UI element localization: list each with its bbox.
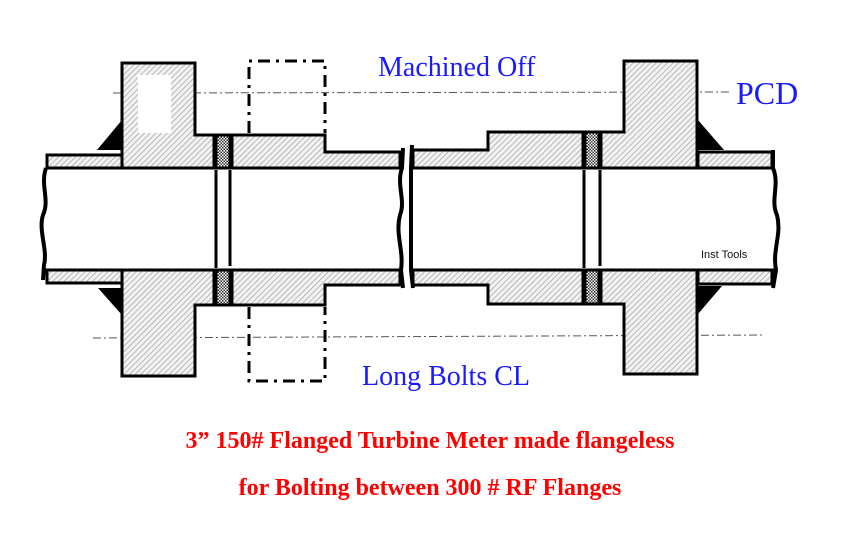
right-pipe-wall-top — [696, 150, 774, 170]
middle-break-line-left — [396, 147, 405, 289]
right-pipe-wall-bottom — [696, 268, 774, 286]
left-pipe-wall-bottom — [45, 268, 124, 285]
left-pipe-wall-top — [45, 153, 124, 170]
watermark-label: Inst Tools — [701, 249, 748, 261]
right-flange-bottom — [599, 268, 699, 376]
left-weld-bottom — [98, 288, 122, 315]
meter-body-left-top — [230, 133, 402, 170]
right-gasket-bottom — [583, 268, 601, 306]
meter-body-right-top — [411, 130, 585, 170]
meter-body-right-bottom — [411, 268, 585, 306]
right-break-line — [771, 150, 781, 289]
machined-off-label: Machined Off — [378, 52, 536, 83]
machined-off-outline-top — [247, 59, 327, 133]
right-gasket-top — [583, 130, 601, 170]
left-gasket-bottom — [214, 268, 232, 307]
left-flange-bottom — [120, 268, 216, 378]
left-gasket-top — [214, 133, 232, 170]
long-bolts-cl-label: Long Bolts CL — [362, 361, 530, 392]
machined-off-outline-bottom — [247, 307, 327, 383]
right-weld-top — [698, 120, 724, 150]
left-weld-top — [97, 120, 122, 150]
right-weld-bottom — [698, 286, 722, 314]
meter-body-left-bottom — [230, 268, 402, 307]
pcd-label: PCD — [736, 75, 798, 111]
left-break-line — [39, 167, 48, 281]
right-flange-top — [599, 59, 699, 170]
caption-line-1: 3” 150# Flanged Turbine Meter made flang… — [185, 428, 675, 454]
left-flange-bolt-hole — [138, 75, 171, 133]
caption-line-2: for Bolting between 300 # RF Flanges — [238, 475, 622, 501]
